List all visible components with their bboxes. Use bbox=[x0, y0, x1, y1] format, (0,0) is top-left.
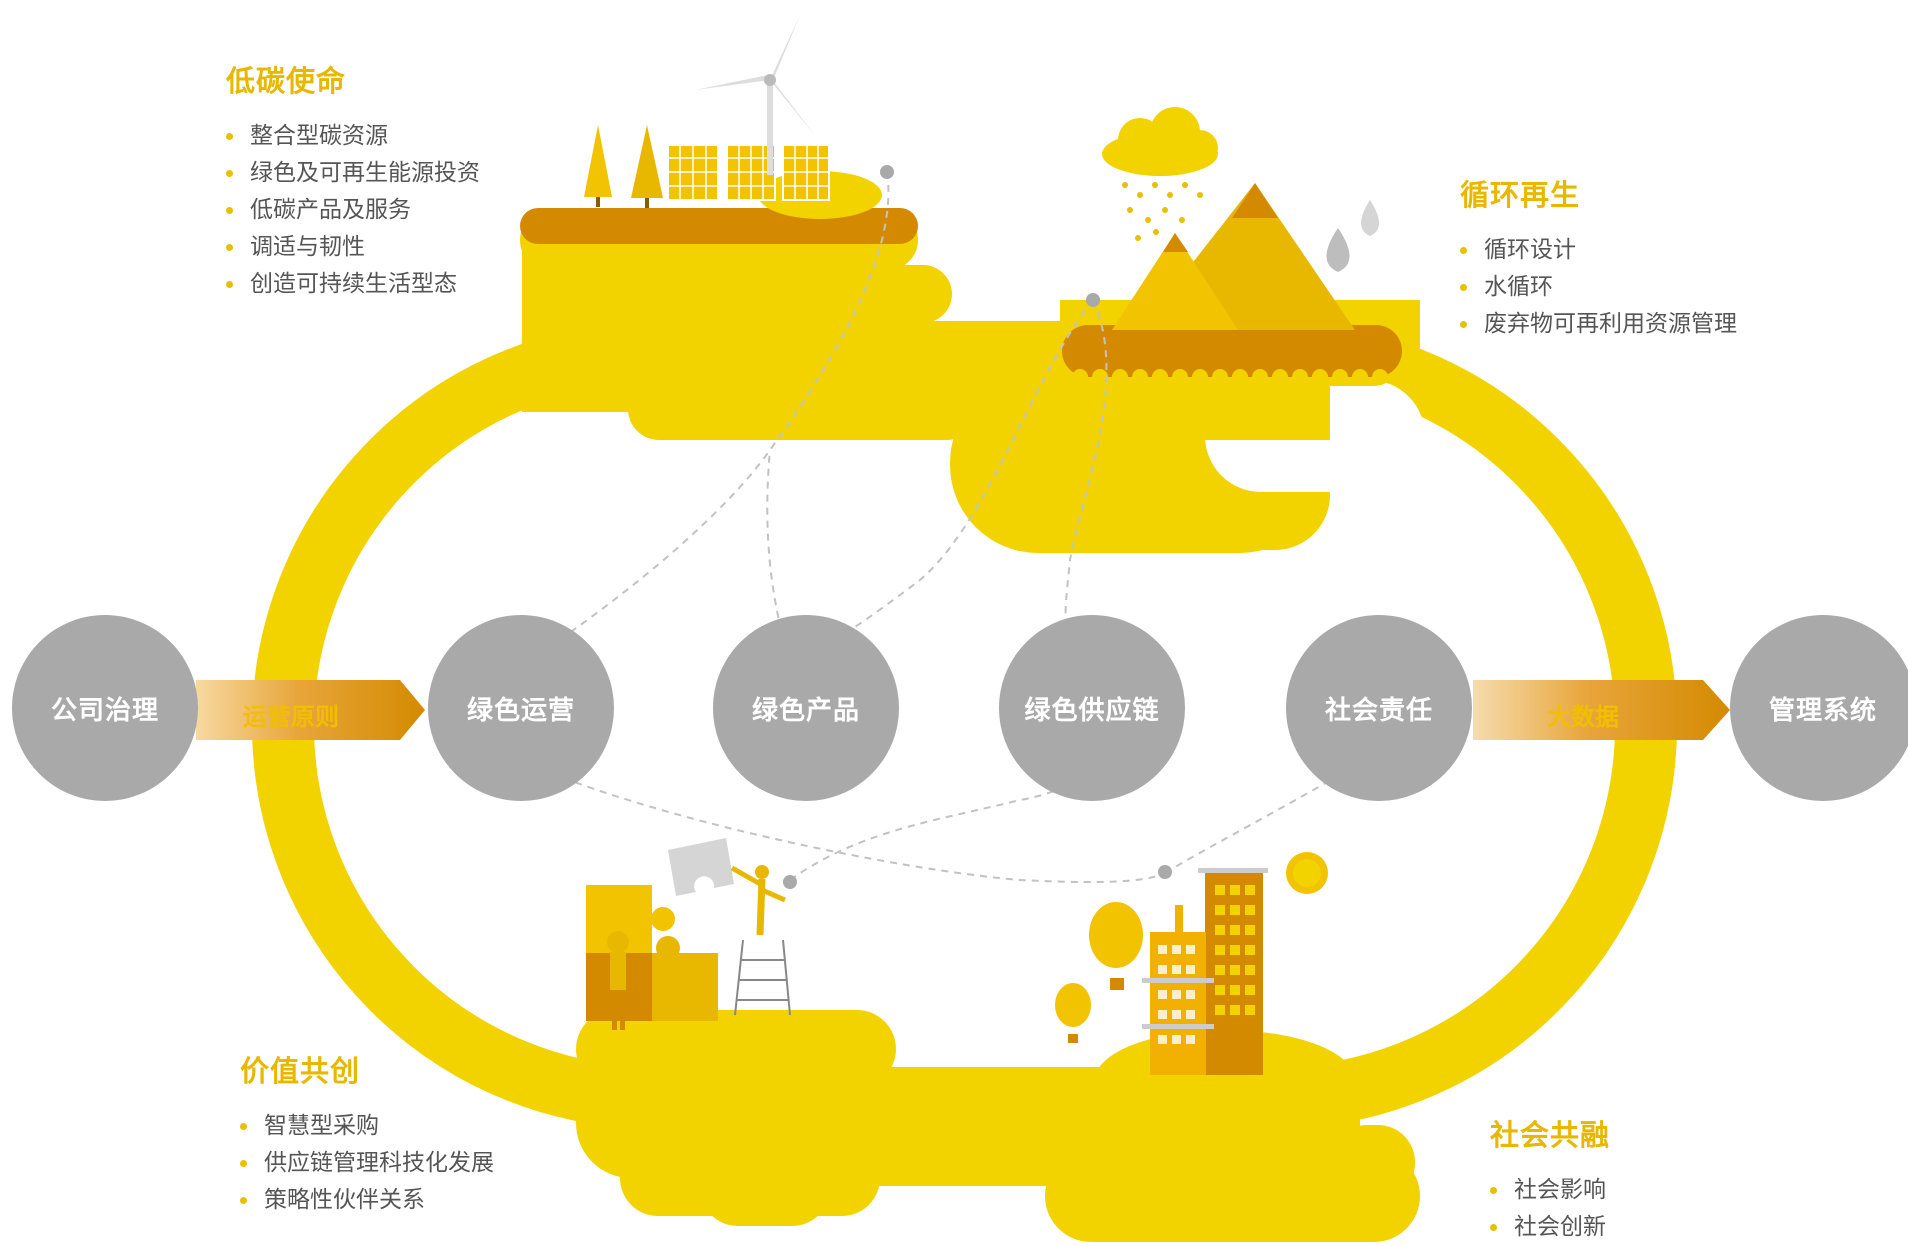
top-cloud-blob bbox=[522, 228, 1425, 553]
list-item: 整合型碳资源 bbox=[226, 118, 480, 155]
section-value-co-creation: 价值共创 智慧型采购 供应链管理科技化发展 策略性伙伴关系 bbox=[240, 1048, 494, 1219]
list-item: 社会创新 bbox=[1490, 1209, 1610, 1246]
list-item: 智慧型采购 bbox=[240, 1108, 494, 1145]
section-list: 智慧型采购 供应链管理科技化发展 策略性伙伴关系 bbox=[240, 1108, 494, 1219]
node-management-system: 管理系统 bbox=[1730, 615, 1908, 801]
section-title: 价值共创 bbox=[240, 1054, 361, 1088]
list-item: 循环设计 bbox=[1460, 232, 1737, 269]
list-item: 社会影响 bbox=[1490, 1172, 1610, 1209]
section-list: 社会影响 社会创新 bbox=[1490, 1172, 1610, 1246]
mountain-island bbox=[1062, 107, 1402, 386]
node-green-products: 绿色产品 bbox=[713, 615, 899, 801]
section-title: 低碳使命 bbox=[226, 64, 347, 98]
section-low-carbon: 低碳使命 整合型碳资源 绿色及可再生能源投资 低碳产品及服务 调适与韧性 创造可… bbox=[226, 58, 480, 303]
connector-dots bbox=[783, 165, 1172, 889]
section-social-inclusion: 社会共融 社会影响 社会创新 bbox=[1490, 1112, 1610, 1246]
bottom-cloud-blob bbox=[576, 1010, 1420, 1242]
list-item: 废弃物可再利用资源管理 bbox=[1460, 306, 1737, 343]
list-item: 水循环 bbox=[1460, 269, 1737, 306]
arrow-label-operating-principles: 运营原则 bbox=[243, 703, 339, 731]
list-item: 创造可持续生活型态 bbox=[226, 266, 480, 303]
city-scene bbox=[1055, 852, 1355, 1130]
section-list: 循环设计 水循环 废弃物可再利用资源管理 bbox=[1460, 232, 1737, 343]
energy-island bbox=[520, 15, 918, 270]
section-title: 社会共融 bbox=[1490, 1118, 1611, 1152]
list-item: 供应链管理科技化发展 bbox=[240, 1145, 494, 1182]
section-title: 循环再生 bbox=[1460, 178, 1581, 212]
section-circular: 循环再生 循环设计 水循环 废弃物可再利用资源管理 bbox=[1460, 172, 1737, 343]
list-item: 绿色及可再生能源投资 bbox=[226, 155, 480, 192]
node-green-supply-chain: 绿色供应链 bbox=[999, 615, 1185, 801]
list-item: 调适与韧性 bbox=[226, 229, 480, 266]
node-social-responsibility: 社会责任 bbox=[1286, 615, 1472, 801]
arrow-label-big-data: 大数据 bbox=[1547, 703, 1619, 731]
node-governance: 公司治理 bbox=[12, 615, 198, 801]
node-green-operations: 绿色运营 bbox=[428, 615, 614, 801]
list-item: 低碳产品及服务 bbox=[226, 192, 480, 229]
left-arrow bbox=[196, 680, 425, 740]
section-list: 整合型碳资源 绿色及可再生能源投资 低碳产品及服务 调适与韧性 创造可持续生活型… bbox=[226, 118, 480, 303]
puzzle-scene bbox=[586, 838, 791, 1030]
list-item: 策略性伙伴关系 bbox=[240, 1182, 494, 1219]
right-arrow bbox=[1473, 680, 1730, 740]
